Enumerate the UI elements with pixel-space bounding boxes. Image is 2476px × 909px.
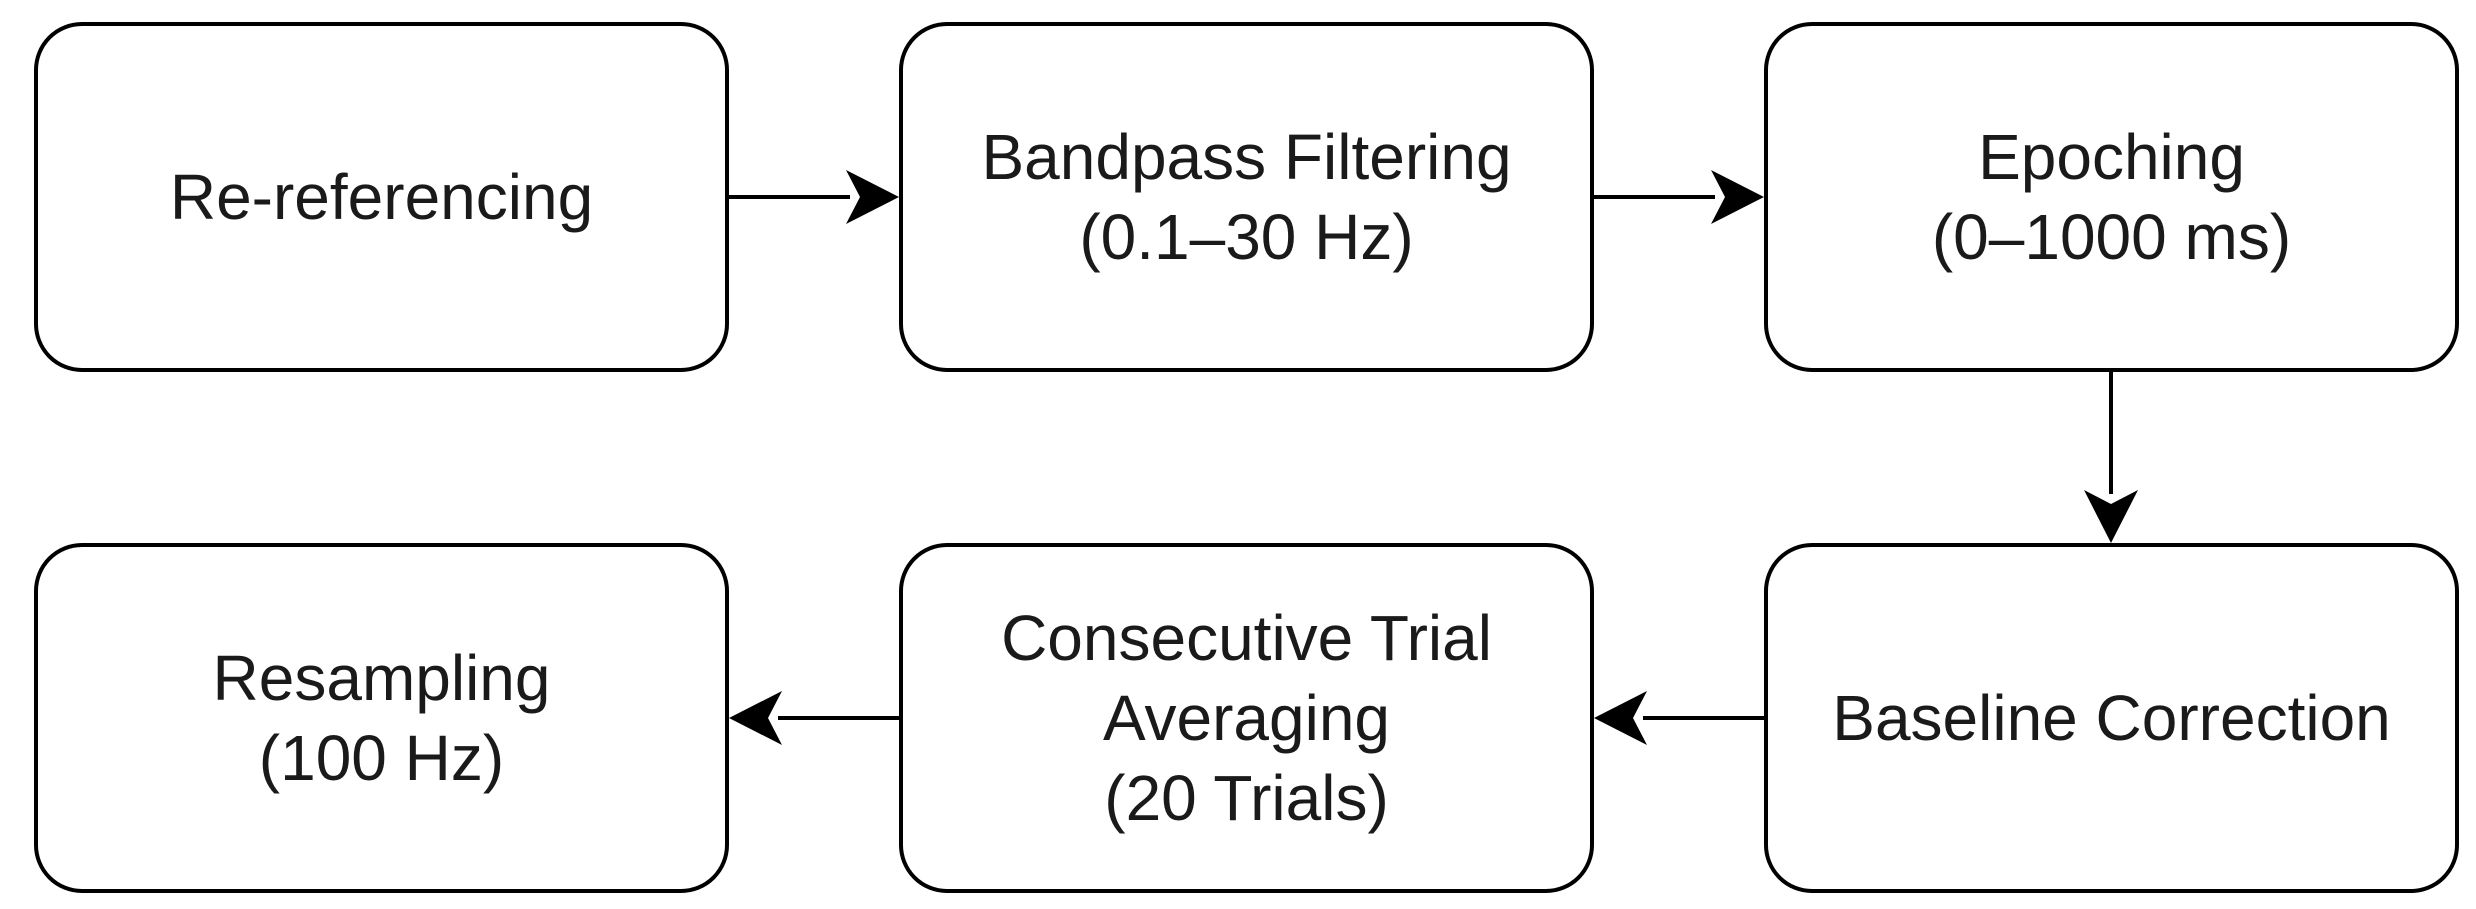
step-label-line: (0.1–30 Hz) [1079, 201, 1414, 273]
arrow-averaging-to-resampling [729, 691, 899, 745]
step-label-line: Epoching [1978, 121, 2245, 193]
step-baseline-correction: Baseline Correction [1764, 543, 2459, 893]
step-epoching: Epoching (0–1000 ms) [1764, 22, 2459, 372]
step-resampling: Resampling (100 Hz) [34, 543, 729, 893]
arrow-re-referencing-to-bandpass [729, 170, 899, 224]
step-bandpass-filtering: Bandpass Filtering (0.1–30 Hz) [899, 22, 1594, 372]
step-label-line: Consecutive Trial [1001, 602, 1492, 674]
step-re-referencing: Re-referencing [34, 22, 729, 372]
arrow-epoching-to-baseline [2084, 372, 2138, 543]
step-label-line: (100 Hz) [258, 722, 505, 794]
step-consecutive-trial-averaging: Consecutive Trial Averaging (20 Trials) [899, 543, 1594, 893]
step-label-line: (20 Trials) [1104, 762, 1389, 834]
arrow-baseline-to-averaging [1594, 691, 1764, 745]
step-label-line: Baseline Correction [1832, 682, 2391, 754]
arrow-bandpass-to-epoching [1594, 170, 1764, 224]
step-label-line: Re-referencing [169, 161, 594, 233]
step-label-line: (0–1000 ms) [1931, 201, 2292, 273]
step-label-line: Averaging [1102, 682, 1391, 754]
step-label-line: Resampling [212, 642, 551, 714]
step-label-line: Bandpass Filtering [981, 121, 1512, 193]
